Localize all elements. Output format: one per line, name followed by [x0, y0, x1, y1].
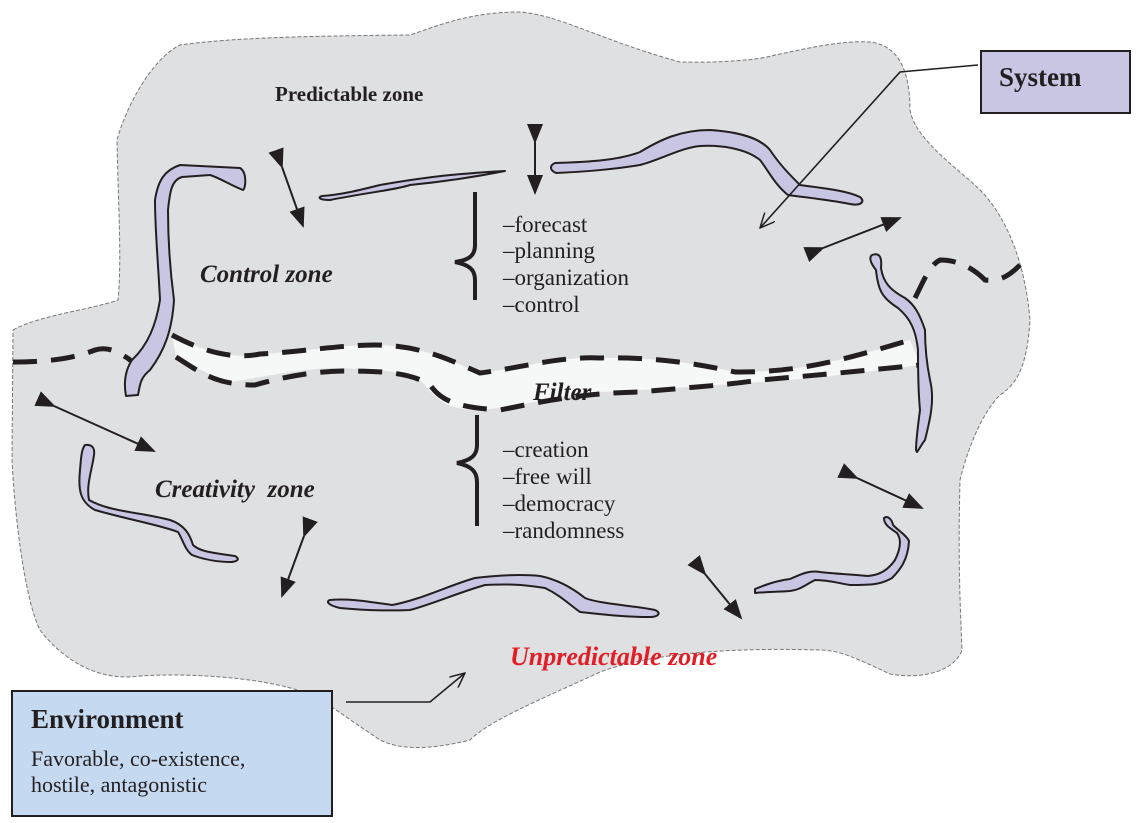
barrier-top-left	[123, 164, 247, 397]
creativity-activities-list: –creation –free will –democracy –randomn…	[502, 437, 624, 543]
callout-pointers	[346, 64, 979, 703]
predictable-zone-label: Predictable zone	[275, 82, 423, 106]
environment-description: Favorable, co-existence, hostile, antago…	[31, 746, 331, 798]
barrier-bottom	[326, 573, 660, 618]
list-item: –randomness	[502, 518, 624, 543]
filter-label: Filter	[532, 379, 592, 406]
creativity-zone-label: Creativity zone	[155, 476, 315, 503]
system-title: System	[999, 62, 1082, 92]
interaction-arrows	[34, 124, 924, 620]
filter-dashed-border	[12, 257, 1022, 413]
barrier-top-1	[318, 170, 506, 201]
list-item: –free will	[502, 464, 592, 489]
list-item: –creation	[502, 437, 589, 462]
double-arrow-icon	[280, 516, 318, 598]
list-item: –forecast	[502, 212, 588, 237]
double-arrow-icon	[34, 391, 156, 452]
list-item: –planning	[502, 238, 595, 263]
brace-creativity	[456, 415, 479, 526]
double-arrow-icon	[803, 217, 902, 262]
barrier-bottom-right	[754, 516, 910, 594]
list-item: –democracy	[502, 491, 616, 516]
barriers	[78, 129, 934, 618]
list-item: –control	[502, 292, 580, 317]
control-activities-list: –forecast –planning –organization –contr…	[502, 212, 630, 317]
double-arrow-icon	[687, 555, 743, 620]
system-pointer-arrow	[760, 64, 979, 228]
barrier-left-low	[78, 443, 239, 563]
brace-control	[454, 192, 477, 300]
environment-description-line: Favorable, co-existence,	[31, 746, 246, 771]
unpredictable-zone-label: Unpredictable zone	[510, 642, 717, 671]
list-item: –organization	[502, 265, 630, 290]
control-zone-label: Control zone	[200, 261, 333, 288]
filter-band	[172, 335, 920, 410]
environment-callout-box: Environment Favorable, co-existence, hos…	[11, 690, 333, 817]
environment-title: Environment	[31, 704, 184, 734]
environment-description-line: hostile, antagonistic	[31, 772, 207, 797]
system-callout-box: System	[980, 50, 1131, 114]
double-arrow-icon	[268, 147, 305, 228]
double-arrow-icon	[837, 463, 924, 509]
environment-pointer-arrow	[346, 673, 465, 703]
barrier-right	[869, 253, 934, 453]
barrier-top-2	[550, 129, 864, 206]
braces	[454, 192, 479, 526]
